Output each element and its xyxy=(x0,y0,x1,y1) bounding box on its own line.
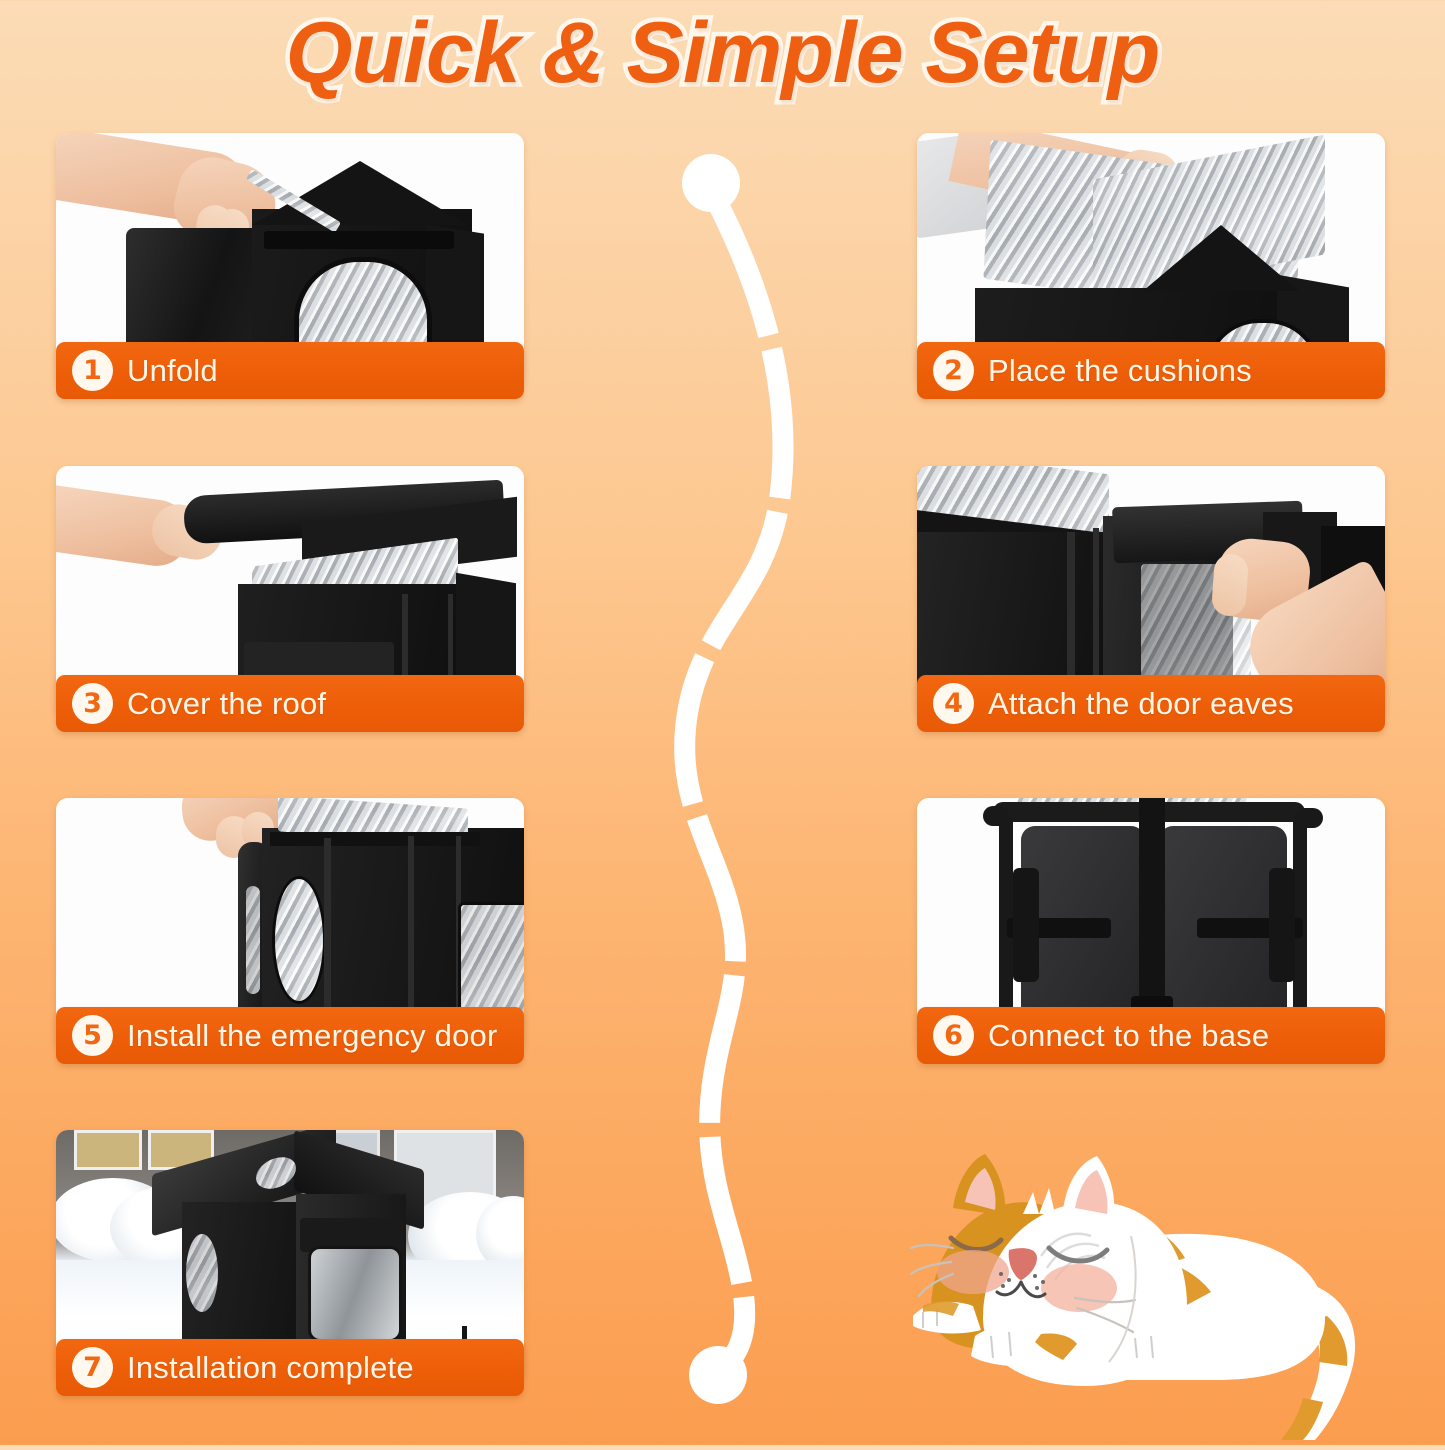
cat-svg xyxy=(909,1154,1356,1440)
divider-path xyxy=(674,191,794,1380)
step-label-7: Installation complete xyxy=(127,1349,414,1385)
step-banner-5: 5 Install the emergency door xyxy=(56,1007,524,1064)
cat-mouth-left xyxy=(995,1280,1023,1297)
step-number-badge-4: 4 xyxy=(933,683,974,724)
wavy-divider-svg xyxy=(674,154,794,1404)
step-number-badge-7: 7 xyxy=(72,1347,113,1388)
cat-paw-stripe-2 xyxy=(923,1301,959,1316)
step-banner-4: 4 Attach the door eaves xyxy=(917,675,1385,732)
divider-bottom-dot xyxy=(689,1346,747,1404)
cat-body-outline xyxy=(1108,1235,1137,1363)
step-card-1: 1 Unfold xyxy=(56,133,524,399)
step-label-3: Cover the roof xyxy=(127,685,327,721)
step-number-badge-2: 2 xyxy=(933,350,974,391)
cat-eye-right xyxy=(1046,1245,1110,1264)
cat-eye-left xyxy=(948,1235,1004,1252)
cat-whiskers xyxy=(909,1243,1137,1334)
step-banner-7: 7 Installation complete xyxy=(56,1339,524,1396)
sleeping-cat-illustration xyxy=(895,1140,1405,1445)
step-label-4: Attach the door eaves xyxy=(988,685,1294,721)
step-label-1: Unfold xyxy=(127,352,218,388)
page-title: Quick & Simple Setup xyxy=(281,3,1165,103)
step-number-badge-5: 5 xyxy=(72,1015,113,1056)
cat-paw-stripe xyxy=(1035,1333,1077,1360)
step-card-3: 3 Cover the roof xyxy=(56,466,524,732)
step-banner-1: 1 Unfold xyxy=(56,342,524,399)
cat-tail xyxy=(1279,1280,1356,1440)
cat-mouth-right xyxy=(1019,1280,1047,1299)
cat-ear-right-inner xyxy=(1075,1170,1108,1214)
step-photo-1 xyxy=(56,133,524,385)
step-card-4: 4 Attach the door eaves xyxy=(917,466,1385,732)
step-label-5: Install the emergency door xyxy=(127,1017,498,1053)
step-number-badge-1: 1 xyxy=(72,350,113,391)
cat-paw-hind xyxy=(1117,1333,1179,1373)
cat-nose xyxy=(1008,1248,1037,1280)
step-label-2: Place the cushions xyxy=(988,352,1252,388)
step-card-7: 7 Installation complete xyxy=(56,1130,524,1396)
step-photo-1-scene xyxy=(56,133,524,385)
divider-top-dot xyxy=(682,154,740,212)
cat-cheek-right xyxy=(1041,1264,1117,1312)
cat-cheek-left xyxy=(937,1250,1009,1294)
page-title-container: Quick & Simple Setup xyxy=(0,3,1445,103)
step-card-5: 5 Install the emergency door xyxy=(56,798,524,1064)
cat-tail-stripe-2 xyxy=(1281,1398,1323,1440)
cat-muzzle-dots xyxy=(999,1272,1045,1290)
cat-head-tuft xyxy=(1023,1188,1055,1214)
wavy-divider xyxy=(640,150,820,1415)
step-number-badge-6: 6 xyxy=(933,1015,974,1056)
step-banner-6: 6 Connect to the base xyxy=(917,1007,1385,1064)
step-number-badge-3: 3 xyxy=(72,683,113,724)
step-banner-3: 3 Cover the roof xyxy=(56,675,524,732)
step-label-6: Connect to the base xyxy=(988,1017,1270,1053)
step-banner-2: 2 Place the cushions xyxy=(917,342,1385,399)
cat-paw-toes-3 xyxy=(1134,1335,1154,1359)
cat-paw-toes-2 xyxy=(990,1331,1012,1359)
cat-ear-left-inner xyxy=(965,1168,996,1210)
step-card-2: 2 Place the cushions xyxy=(917,133,1385,399)
step-card-6: 6 Connect to the base xyxy=(917,798,1385,1064)
cat-paw-front-right xyxy=(971,1325,1053,1367)
